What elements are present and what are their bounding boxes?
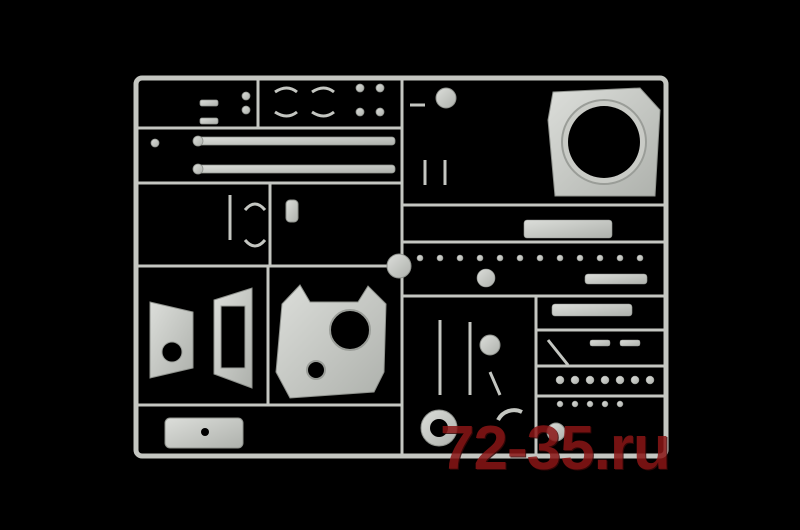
track-parts-row (416, 219, 648, 317)
wheel-parts (420, 334, 566, 447)
watermark-text: 72-35.ru (440, 414, 671, 483)
gun-barrels (192, 135, 396, 175)
sprue-hub (386, 253, 412, 279)
small-parts-top (150, 83, 385, 148)
hook-parts (228, 195, 299, 248)
tiny-parts-grid (555, 339, 655, 408)
hull-front-plate (275, 284, 387, 399)
sprue-frame (133, 75, 669, 459)
sprue-runners (138, 80, 664, 455)
turret-ring-part (547, 87, 661, 197)
small-levers (410, 103, 447, 185)
round-part (435, 87, 457, 109)
cylinder-part (164, 417, 244, 449)
hull-panels (149, 287, 253, 389)
small-rods (438, 320, 570, 396)
